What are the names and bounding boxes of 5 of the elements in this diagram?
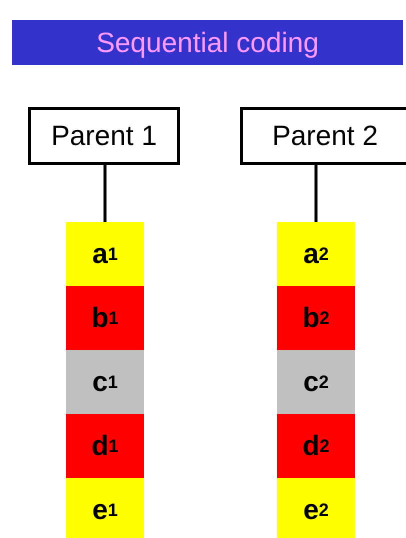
title-banner: Sequential coding	[12, 20, 403, 65]
parent-box: Parent 2	[240, 107, 406, 165]
connector-line	[104, 165, 106, 222]
connector-line	[314, 165, 318, 222]
parent-box: Parent 1	[28, 107, 180, 165]
